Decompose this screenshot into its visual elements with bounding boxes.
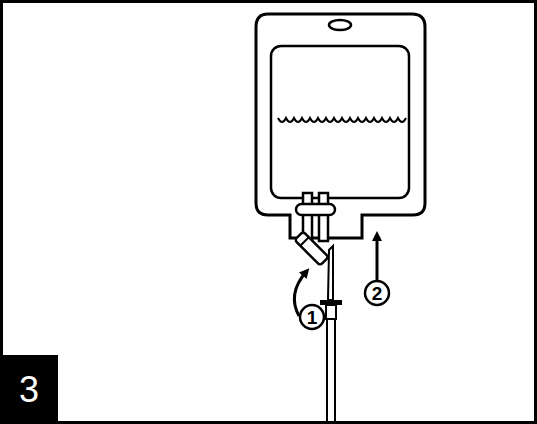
port-cap <box>295 232 329 266</box>
callout-number: 2 <box>372 283 383 305</box>
port-band <box>296 204 335 215</box>
spike-hub <box>326 305 336 319</box>
port-tube <box>319 193 328 241</box>
fluid-window <box>271 46 409 198</box>
fluid-level <box>278 118 406 122</box>
spike <box>328 246 333 300</box>
tubing <box>326 319 328 424</box>
push-arrow <box>376 236 379 280</box>
callout-number: 1 <box>307 307 318 329</box>
tubing <box>334 319 336 424</box>
step-box <box>0 355 58 424</box>
hanging-hole <box>329 20 351 30</box>
iv-bag <box>256 14 425 238</box>
step-number: 3 <box>19 369 39 411</box>
callout-circle <box>300 305 324 329</box>
callout-circle <box>365 281 389 305</box>
